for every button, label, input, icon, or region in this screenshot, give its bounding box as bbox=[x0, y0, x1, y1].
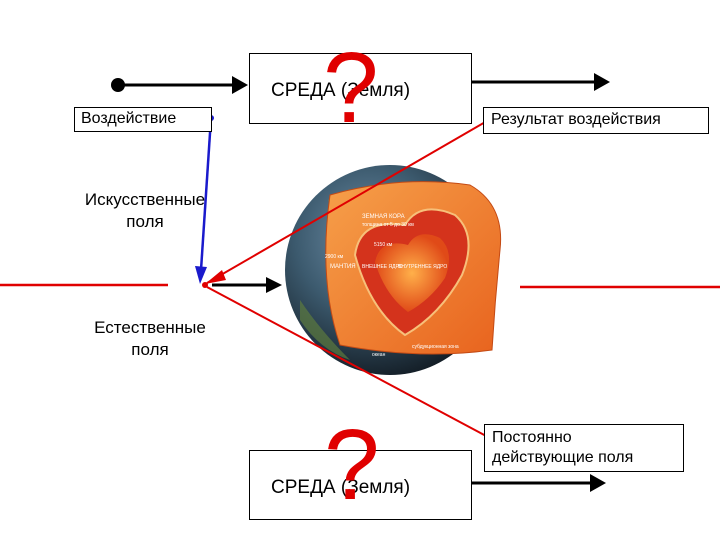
blue-arrowhead bbox=[195, 266, 207, 284]
environment-box-bottom: СРЕДА (Земля) bbox=[249, 450, 472, 520]
environment-box-top: СРЕДА (Земля) bbox=[249, 53, 472, 124]
natural-fields-label: Естественные поля bbox=[94, 318, 206, 359]
question-mark-top: ? bbox=[323, 32, 379, 144]
red-node-left bbox=[202, 282, 208, 288]
red-arrowhead-left bbox=[205, 270, 226, 284]
impact-box-text: Воздействие bbox=[81, 110, 177, 127]
artificial-fields-label: Искусственные поля bbox=[84, 190, 206, 231]
earth-label-mantle: МАНТИЯ bbox=[330, 264, 356, 270]
constant-fields-box: Постоянно действующие поля bbox=[484, 424, 684, 472]
question-mark-bottom: ? bbox=[324, 409, 380, 521]
earth-label-crust-thickness: толщина от 5 до 30 км bbox=[362, 222, 414, 228]
earth-label-subduction: субдукционная зона bbox=[412, 344, 459, 350]
result-box: Результат воздействия bbox=[483, 107, 709, 134]
environment-box-bottom-text: СРЕДА (Земля) bbox=[271, 477, 411, 498]
blue-arrow-line bbox=[199, 117, 213, 271]
earth-label-outer-core: ВНЕШНЕЕ ЯДРО bbox=[362, 264, 403, 270]
output-arrowhead bbox=[594, 73, 610, 91]
bottom-output-arrowhead bbox=[590, 474, 606, 492]
earth-label-ocean: океан bbox=[372, 352, 386, 358]
red-line-to-constant bbox=[206, 286, 489, 438]
natural-field-arrowhead bbox=[266, 277, 282, 293]
constant-fields-box-text: Постоянно действующие поля bbox=[492, 429, 634, 466]
result-box-text: Результат воздействия bbox=[491, 111, 661, 128]
red-line-to-result bbox=[206, 120, 488, 284]
earth-cutaway-image: ЗЕМНАЯ КОРА толщина от 5 до 30 км 2900 к… bbox=[285, 165, 502, 375]
earth-label-2900: 2900 км bbox=[325, 254, 344, 260]
environment-box-top-text: СРЕДА (Земля) bbox=[271, 80, 411, 101]
earth-label-inner-core: ВНУТРЕННЕЕ ЯДРО bbox=[398, 264, 447, 270]
earth-label-crust: ЗЕМНАЯ КОРА bbox=[362, 214, 405, 220]
earth-label-5150: 5150 км bbox=[374, 242, 393, 248]
input-arrowhead bbox=[232, 76, 248, 94]
impact-box: Воздействие bbox=[74, 107, 212, 132]
